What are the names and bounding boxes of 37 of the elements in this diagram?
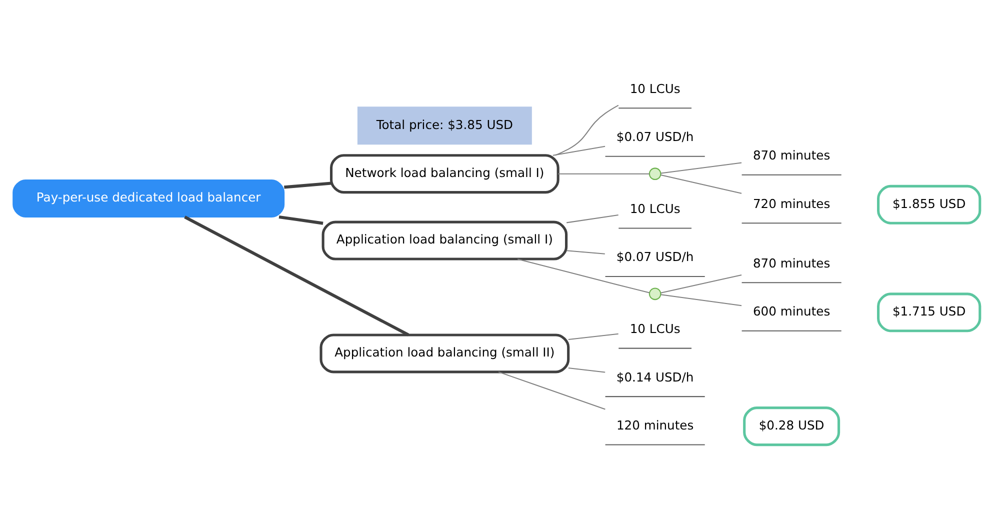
connector <box>284 182 331 189</box>
connector <box>660 162 742 174</box>
node-box: $1.715 USD <box>876 292 981 332</box>
connector <box>568 367 605 373</box>
node-box: $1.855 USD <box>876 184 981 224</box>
connector <box>566 250 604 254</box>
connector <box>516 258 650 294</box>
node-box: Total price: $3.85 USD <box>356 106 532 145</box>
node-text: 600 minutes <box>752 304 830 319</box>
node-box: Application load balancing (small I) <box>321 220 568 260</box>
node-text: 10 LCUs <box>629 82 680 96</box>
node-text: $0.14 USD/h <box>616 370 694 384</box>
node-text: $0.07 USD/h <box>616 130 694 144</box>
connector <box>554 104 618 156</box>
connector <box>184 216 409 336</box>
node-circle <box>648 288 661 300</box>
connector <box>552 146 605 156</box>
node-text: 720 minutes <box>752 196 830 211</box>
connector <box>568 333 618 340</box>
node-text: 870 minutes <box>752 256 830 270</box>
node-box: $0.28 USD <box>742 406 840 446</box>
connector <box>660 274 742 294</box>
connector <box>558 173 649 174</box>
connector <box>498 371 605 410</box>
connector <box>278 215 323 225</box>
node-box: Pay-per-use dedicated load balancer <box>12 179 284 218</box>
node-text: 120 minutes <box>616 418 694 432</box>
connector <box>660 174 742 194</box>
connector <box>660 294 742 306</box>
node-text: 10 LCUs <box>629 322 680 336</box>
node-box: Application load balancing (small II) <box>319 334 570 374</box>
node-box: Network load balancing (small I) <box>329 154 559 194</box>
node-text: 870 minutes <box>752 148 830 163</box>
node-text: 10 LCUs <box>629 202 680 216</box>
node-text: $0.07 USD/h <box>616 250 694 264</box>
connector <box>566 214 618 224</box>
node-circle <box>648 168 661 180</box>
